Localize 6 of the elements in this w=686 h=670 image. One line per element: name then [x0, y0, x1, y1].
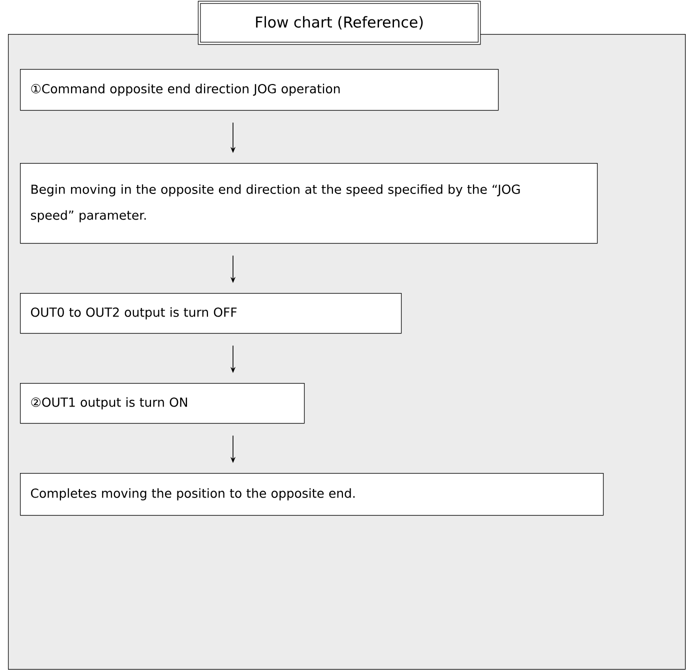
title-box: Flow chart (Reference) — [198, 0, 481, 45]
process-box: Begin moving in the opposite end direction at the speed specified by the “JOG speed” parameter. — [20, 163, 598, 244]
process-box: ②OUT1 output is turn ON — [20, 383, 305, 424]
process-box: Completes moving the position to the opposite end. — [20, 473, 604, 516]
process-box: ①Command opposite end direction JOG operation — [20, 69, 499, 111]
process-box: OUT0 to OUT2 output is turn OFF — [20, 293, 402, 334]
